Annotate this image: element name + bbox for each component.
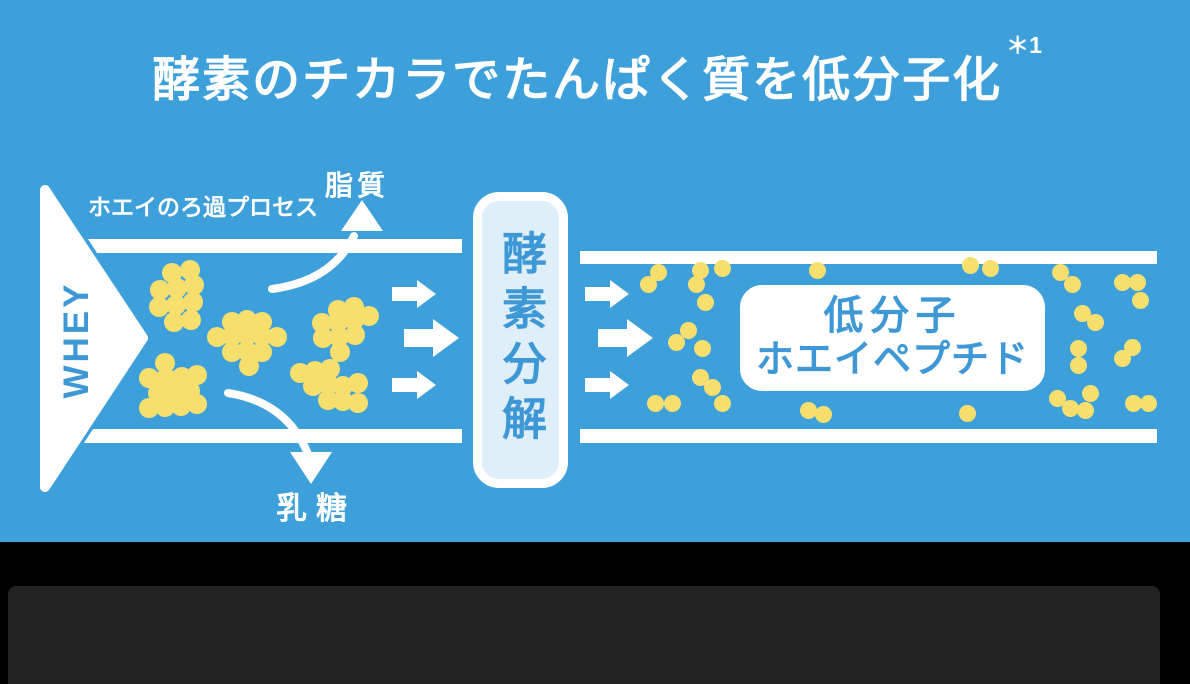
peptide-molecule-dot — [958, 404, 976, 422]
peptide-molecule-dot — [646, 394, 664, 412]
peptide-molecule-dot — [713, 394, 731, 412]
whey-arrow-shape — [40, 185, 148, 492]
peptide-molecule-dot — [1051, 263, 1069, 281]
peptide-label-line2: ホエイペプチド — [755, 339, 1029, 382]
diagram-background: 酵素のチカラでたんぱく質を低分子化＊1 ホエイのろ過プロセス 脂質 乳糖 WHE… — [0, 0, 1190, 542]
protein-molecule-dot — [164, 312, 184, 332]
protein-molecule-dot — [239, 356, 259, 376]
flow-arrow-icon — [585, 371, 629, 399]
footer-black-band — [0, 542, 1190, 684]
page-title: 酵素のチカラでたんぱく質を低分子化 — [152, 54, 1003, 107]
peptide-molecule-dot — [808, 261, 826, 279]
filtration-process-label: ホエイのろ過プロセス — [88, 194, 318, 220]
diagram-graphics — [40, 185, 1157, 492]
peptide-molecule-dot — [799, 401, 817, 419]
peptide-molecule-dot — [696, 293, 714, 311]
pipe-line-bottom-left — [84, 429, 462, 443]
protein-molecule-dot — [184, 275, 204, 295]
protein-molecule-dot — [155, 397, 175, 417]
whey-label: WHEY — [57, 281, 96, 399]
protein-molecule-dot — [252, 342, 272, 362]
peptide-molecule-dot — [1063, 275, 1081, 293]
flow-arrow-icon — [392, 280, 436, 308]
lipid-arrowhead-icon — [341, 200, 383, 231]
lipid-label: 脂質 — [325, 170, 390, 201]
flow-arrow-icon — [392, 371, 436, 399]
protein-molecule-dot — [330, 342, 350, 362]
peptide-molecule-dot — [1131, 291, 1149, 309]
lipid-arrow-icon — [268, 232, 358, 293]
peptide-molecule-dot — [703, 378, 721, 396]
peptide-molecule-dot — [981, 259, 999, 277]
peptide-molecule-dot — [1113, 273, 1131, 291]
peptide-molecule-dot — [679, 321, 697, 339]
pipe-line-top-right — [580, 251, 1157, 264]
lactose-arrowhead-icon — [290, 452, 332, 484]
reference-mark: ＊1 — [1006, 32, 1042, 58]
protein-molecule-dot — [183, 292, 203, 312]
protein-molecule-dot — [345, 325, 365, 345]
protein-molecule-dot — [171, 396, 191, 416]
peptide-molecule-dot — [1076, 401, 1094, 419]
pipe-line-top-left — [88, 239, 462, 253]
lactose-label: 乳糖 — [276, 491, 356, 526]
peptide-molecule-dot — [687, 275, 705, 293]
protein-molecule-dot — [167, 278, 187, 298]
peptide-molecule-dot — [649, 263, 667, 281]
flow-arrow-icon — [404, 319, 459, 357]
protein-molecule-dot — [348, 393, 368, 413]
protein-molecule-dot — [181, 310, 201, 330]
peptide-molecule-dot — [1048, 389, 1066, 407]
peptide-molecule-dot — [691, 261, 709, 279]
peptide-molecule-dot — [1124, 394, 1142, 412]
peptide-molecule-dot — [814, 405, 832, 423]
enzyme-decomposition-label: 酵素分解 — [495, 230, 546, 450]
protein-molecule-dot — [149, 297, 169, 317]
peptide-molecule-dot — [1073, 304, 1091, 322]
pipe-line-bottom-right — [580, 429, 1157, 443]
protein-molecule-dot — [150, 280, 170, 300]
peptide-molecule-dot — [639, 275, 657, 293]
protein-molecule-dot — [166, 295, 186, 315]
peptide-box: 低分子 ホエイペプチド — [740, 285, 1045, 391]
title-row: 酵素のチカラでたんぱく質を低分子化＊1 — [0, 32, 1190, 110]
protein-molecule-dot — [348, 373, 368, 393]
footer-dark-panel — [8, 586, 1160, 684]
protein-molecule-dot — [187, 365, 207, 385]
peptide-molecule-dot — [663, 394, 681, 412]
protein-molecule-dot — [139, 398, 159, 418]
peptide-molecule-dot — [1139, 394, 1157, 412]
protein-molecule-dot — [267, 327, 287, 347]
flow-arrow-icon — [598, 319, 653, 357]
enzyme-decomposition-box: 酵素分解 — [473, 192, 568, 488]
peptide-molecule-dot — [691, 368, 709, 386]
peptide-label-line1: 低分子 — [823, 294, 962, 339]
peptide-molecule-dot — [1128, 273, 1146, 291]
peptide-molecule-dot — [1081, 384, 1099, 402]
protein-molecule-dot — [359, 306, 379, 326]
lactose-arrow-icon — [224, 389, 312, 458]
protein-molecule-dot — [313, 328, 333, 348]
peptide-molecule-dot — [1113, 349, 1131, 367]
peptide-molecule-dot — [667, 333, 685, 351]
peptide-molecule-dot — [693, 339, 711, 357]
protein-molecule-dot — [187, 394, 207, 414]
peptide-molecule-dot — [1086, 313, 1104, 331]
peptide-molecule-dot — [1069, 339, 1087, 357]
peptide-molecule-dot — [713, 259, 731, 277]
flow-arrow-icon — [585, 280, 629, 308]
peptide-molecule-dot — [961, 256, 979, 274]
peptide-molecule-dot — [1069, 356, 1087, 374]
peptide-molecule-dot — [1061, 399, 1079, 417]
